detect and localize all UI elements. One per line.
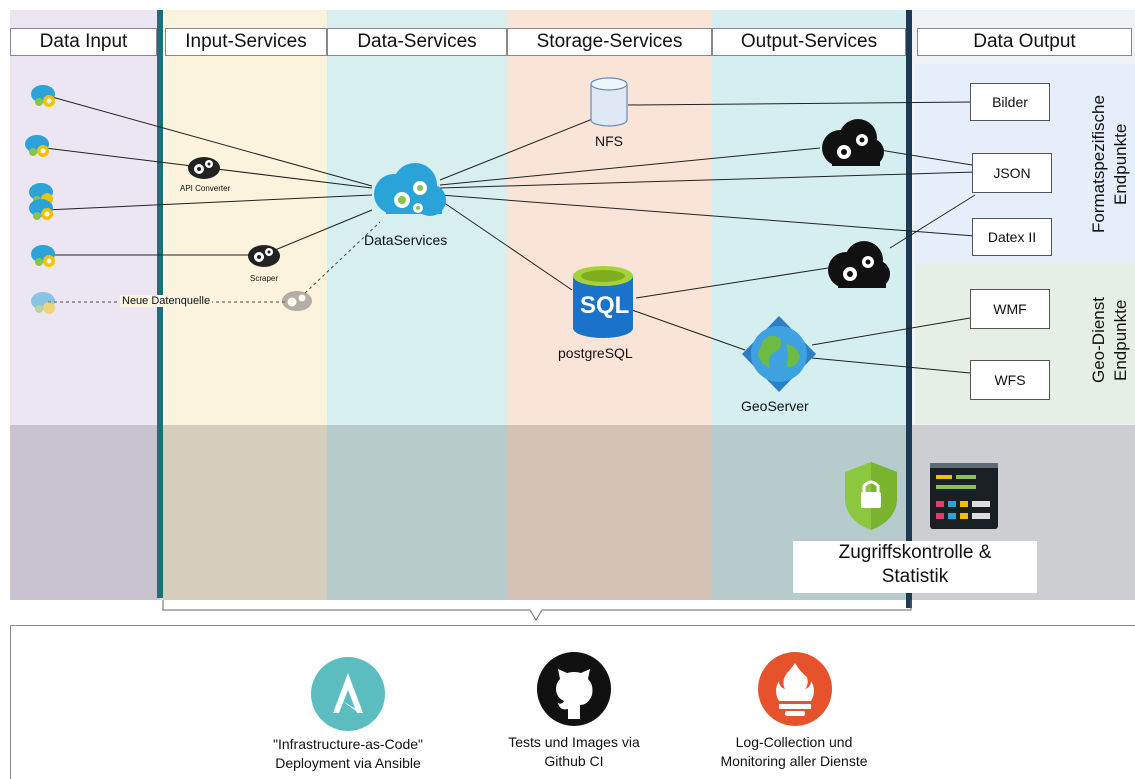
endpoint-wmf: WMF — [970, 289, 1050, 329]
format-endpoints-line2: Endpunkte — [1111, 123, 1130, 205]
endpoint-datex: Datex II — [972, 218, 1052, 256]
header-input-services: Input-Services — [165, 28, 327, 56]
right-divider-bar — [906, 10, 912, 608]
header-output-services: Output-Services — [712, 28, 906, 56]
output-service-cloud-icon — [822, 119, 884, 166]
ansible-icon — [311, 657, 385, 731]
new-source-cloud-icon — [31, 292, 55, 314]
postgresql-label: postgreSQL — [558, 345, 633, 361]
scraper-label: Scraper — [250, 274, 279, 283]
input-cloud-icon — [31, 85, 55, 107]
access-control-box: Zugriffskontrolle & Statistik — [793, 541, 1037, 593]
geo-endpoints-label: Geo-Dienst Endpunkte — [1088, 280, 1135, 400]
github-caption: Tests und Images via Github CI — [464, 733, 684, 771]
endpoint-wfs: WFS — [970, 360, 1050, 400]
prometheus-caption-line1: Log-Collection und — [735, 734, 853, 750]
output-service-cloud-icon — [828, 241, 890, 288]
geo-endpoints-line2: Endpunkte — [1111, 299, 1130, 381]
endpoint-bilder: Bilder — [970, 83, 1050, 121]
geoserver-globe-icon — [742, 316, 816, 392]
prometheus-caption: Log-Collection und Monitoring aller Dien… — [684, 733, 904, 771]
nfs-database-icon — [590, 77, 628, 127]
access-control-line1: Zugriffskontrolle & — [838, 542, 992, 563]
input-cloud-icon — [29, 183, 53, 220]
endpoint-json: JSON — [972, 153, 1052, 193]
header-data-input: Data Input — [10, 28, 157, 56]
geoserver-label: GeoServer — [741, 398, 809, 414]
access-control-line2: Statistik — [881, 566, 949, 587]
input-cloud-icon — [31, 245, 55, 267]
ansible-caption-line2: Deployment via Ansible — [275, 755, 421, 771]
header-storage-services: Storage-Services — [507, 28, 712, 56]
data-services-column — [327, 10, 507, 600]
ansible-caption: "Infrastructure-as-Code" Deployment via … — [238, 735, 458, 773]
geo-endpoints-line1: Geo-Dienst — [1089, 297, 1108, 383]
github-caption-line1: Tests und Images via — [508, 734, 640, 750]
ansible-caption-line1: "Infrastructure-as-Code" — [273, 736, 423, 752]
github-icon — [537, 652, 611, 726]
dashboard-icon — [930, 463, 998, 529]
api-converter-label: API Converter — [180, 184, 231, 193]
sql-text: SQL — [580, 292, 630, 319]
dataservices-cloud-icon — [374, 163, 446, 216]
prometheus-icon — [758, 652, 832, 726]
nfs-label: NFS — [595, 133, 623, 149]
postgresql-database-icon — [573, 266, 633, 338]
format-endpoints-line1: Formatspezifische — [1089, 95, 1108, 233]
new-service-cloud-icon — [282, 291, 312, 311]
api-converter-icon — [188, 157, 220, 179]
neue-datenquelle-label: Neue Datenquelle — [120, 295, 213, 307]
github-caption-line2: Github CI — [544, 753, 604, 769]
lock-shield-icon — [845, 462, 897, 530]
format-endpoints-label: Formatspezifische Endpunkte — [1088, 74, 1135, 254]
prometheus-caption-line2: Monitoring aller Dienste — [720, 753, 868, 769]
header-data-services: Data-Services — [327, 28, 507, 56]
input-cloud-icon — [25, 135, 49, 157]
scraper-icon — [248, 245, 280, 267]
header-data-output: Data Output — [917, 28, 1132, 56]
dataservices-label: DataServices — [364, 232, 448, 248]
